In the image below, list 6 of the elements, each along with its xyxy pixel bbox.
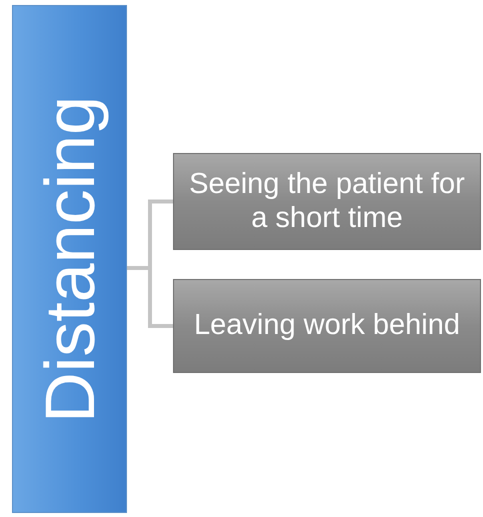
item-box	[173, 153, 481, 250]
item-box	[173, 279, 481, 373]
item-text: Seeing the patient for a short time	[188, 168, 466, 235]
item-text: Leaving work behind	[192, 309, 461, 343]
category-bar	[12, 5, 127, 513]
category-title: Distancing	[30, 96, 110, 422]
